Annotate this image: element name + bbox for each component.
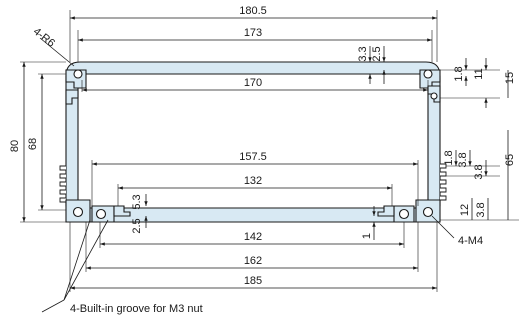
callout-groove-note: 4-Built-in groove for M3 nut: [70, 303, 203, 315]
label-right-c: 15: [504, 72, 516, 84]
label-right-g: 12: [459, 204, 471, 216]
label-right-d: 1.8: [443, 150, 455, 165]
left-cooling-fins: [59, 165, 66, 203]
label-overall-height: 80: [9, 140, 21, 152]
right-inner-rail: [377, 205, 395, 217]
label-groove-span: 142: [244, 231, 262, 243]
label-slot-span: 132: [244, 175, 262, 187]
label-right-i: 65: [504, 154, 516, 166]
enclosure-profile: [59, 61, 447, 223]
label-right-e: 3.8: [457, 152, 469, 167]
leader-m4: [431, 215, 455, 239]
label-top-lip-a: 3.3: [357, 46, 369, 61]
bottom-right-screw-hole: [422, 206, 434, 218]
left-side-hook: [65, 89, 79, 105]
label-right-b: 11: [473, 68, 485, 79]
label-overall-top-width: 180.5: [239, 5, 267, 17]
label-base-width: 162: [244, 255, 262, 267]
label-right-h: 3.8: [475, 202, 487, 217]
bottom-left-screw-hole: [72, 206, 84, 218]
dimension-labels: 180.5 173 170 157.5 132 142 162 185 80 6…: [9, 5, 516, 315]
label-slot-depth: 2.5: [131, 218, 143, 233]
left-nut-groove-hole: [95, 208, 107, 220]
leader-radius: [39, 37, 75, 67]
right-side-hole: [430, 92, 438, 100]
left-inner-rail: [113, 205, 131, 217]
label-rail-span: 157.5: [239, 151, 267, 163]
right-cooling-fins: [440, 163, 447, 201]
dimension-lines: [22, 16, 509, 313]
label-inner-top-width: 173: [244, 27, 262, 39]
top-right-screw-hole: [423, 69, 433, 79]
label-inner-clear-width: 170: [244, 77, 262, 89]
top-left-screw-hole: [73, 69, 83, 79]
label-top-lip-b: 2.5: [371, 46, 383, 61]
leader-groove-right: [63, 219, 109, 301]
label-overall-bottom-width: 185: [244, 275, 262, 287]
right-nut-groove-hole: [398, 208, 410, 220]
leader-groove-left: [63, 219, 91, 301]
label-slot-height: 5.3: [131, 194, 143, 209]
callout-screw-thread: 4-M4: [458, 235, 483, 247]
label-bottom-gap: 1: [361, 233, 373, 239]
label-right-f: 3.8: [473, 164, 485, 179]
label-right-a: 1.8: [453, 66, 465, 81]
label-inner-height: 68: [27, 138, 39, 150]
callout-corner-radius: 4-R6: [31, 26, 57, 50]
